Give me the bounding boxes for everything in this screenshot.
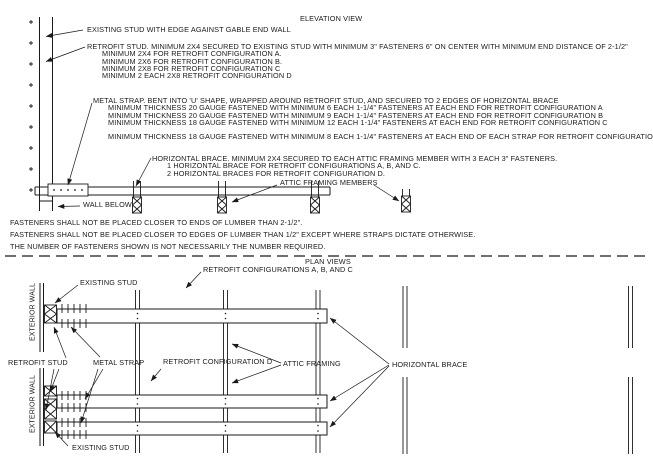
leader-existing-stud-top: [54, 284, 79, 304]
existing-stud-note: EXISTING STUD WITH EDGE AGAINST GABLE EN…: [87, 25, 291, 34]
leader-attic-framing-1: [231, 343, 282, 364]
plan-break-lines: [402, 286, 633, 454]
leader-horizontal-brace: [135, 157, 152, 187]
leader-attic-members-right: [373, 184, 400, 202]
plan-abc-exterior-wall-lines: [39, 283, 44, 352]
metal-strap-note-line3: MINIMUM THICKNESS 20 GAUGE FASTENED WITH…: [108, 110, 604, 120]
elevation-stud-lines: [39, 17, 53, 211]
leader-existing-stud: [45, 29, 84, 38]
plan-d-horizontal-brace-2: [56, 421, 328, 436]
leader-horizontal-brace-3: [329, 365, 390, 428]
leader-metal-strap: [67, 102, 93, 186]
retrofit-stud-note-line4: MINIMUM 2X8 FOR RETROFIT CONFIGURATION C: [102, 63, 281, 73]
retrofit-configuration-d-label: RETROFIT CONFIGURATION D: [163, 357, 273, 366]
horizontal-brace-note-line3: 2 HORIZONTAL BRACES FOR RETROFIT CONFIGU…: [167, 168, 386, 178]
plan-d-fastener-dots: [136, 397, 319, 432]
elevation-horizontal-brace: [34, 186, 331, 196]
plan-view-abc: [39, 283, 328, 352]
leader-horizontal-brace-1: [329, 317, 390, 365]
elevation-attic-framing-members: [132, 181, 411, 214]
general-note-3: THE NUMBER OF FASTENERS SHOWN IS NOT NEC…: [10, 242, 326, 251]
metal-strap-note-line4: MINIMUM THICKNESS 18 GAUGE FASTENED WITH…: [108, 117, 608, 127]
metal-strap-note-line2: MINIMUM THICKNESS 20 GAUGE FASTENED WITH…: [108, 103, 603, 113]
wall-below-label: WALL BELOW: [83, 200, 132, 209]
metal-strap-note-line5: MINIMUM THICKNESS 18 GAUGE FASTENED WITH…: [108, 132, 653, 142]
plan-view-d: [39, 368, 328, 446]
leader-attic-framing-2: [231, 364, 282, 384]
leader-existing-stud-bottom: [54, 431, 69, 447]
exterior-wall-label-top: EXTERIOR WALL: [29, 282, 37, 342]
leader-retrofit-stud: [45, 46, 86, 62]
plan-drawing: [39, 271, 633, 454]
exterior-wall-label-bottom: EXTERIOR WALL: [29, 374, 37, 434]
retrofit-stud-note-line3: MINIMUM 2X6 FOR RETROFIT CONFIGURATION B…: [102, 56, 283, 66]
retrofit-stud-note: RETROFIT STUD. MINIMUM 2X4 SECURED TO EX…: [87, 42, 628, 81]
horizontal-brace-label: HORIZONTAL BRACE: [392, 360, 468, 369]
leader-horizontal-brace-2: [329, 364, 390, 402]
horizontal-brace-note-line1: HORIZONTAL BRACE. MINIMUM 2X4 SECURED TO…: [152, 154, 558, 163]
plan-abc-existing-stud: [44, 304, 57, 324]
existing-stud-label-top: EXISTING STUD: [80, 278, 138, 287]
attic-framing-members-label: ATTIC FRAMING MEMBERS: [280, 178, 378, 187]
existing-stud-label-bottom: EXISTING STUD: [72, 443, 130, 452]
plan-abc-horizontal-brace: [56, 308, 328, 324]
plan-subtitle-abc: RETROFIT CONFIGURATIONS A, B, AND C: [203, 265, 353, 274]
elevation-fastener-marks: [29, 20, 33, 192]
plan-d-horizontal-brace-1: [56, 394, 328, 409]
plan-views-title: PLAN VIEWS: [305, 257, 351, 266]
horizontal-brace-note: HORIZONTAL BRACE. MINIMUM 2X4 SECURED TO…: [152, 155, 557, 177]
plan-leader-arrows: [44, 271, 390, 447]
leader-retrofit-stud-3: [44, 368, 55, 411]
retrofit-stud-label: RETROFIT STUD: [8, 358, 68, 367]
retrofit-stud-note-line2: MINIMUM 2X4 FOR RETROFIT CONFIGURATION A…: [102, 49, 282, 59]
metal-strap-note-line1: METAL STRAP. BENT INTO 'U' SHAPE, WRAPPE…: [93, 96, 559, 105]
plan-abc-strap-ticks: [61, 304, 87, 328]
leader-config-d: [150, 368, 162, 382]
elevation-drawing: [29, 17, 411, 214]
plan-d-exterior-wall-lines: [39, 368, 44, 446]
leader-attic-members-left: [231, 184, 278, 203]
elevation-metal-strap: [47, 183, 89, 197]
retrofit-stud-note-line1: RETROFIT STUD. MINIMUM 2X4 SECURED TO EX…: [87, 42, 628, 51]
plan-abc-fastener-dots: [136, 312, 319, 320]
metal-strap-note: METAL STRAP. BENT INTO 'U' SHAPE, WRAPPE…: [93, 96, 653, 142]
leader-plan-subtitle: [185, 271, 202, 289]
general-note-2: FASTENERS SHALL NOT BE PLACED CLOSER TO …: [10, 230, 476, 239]
leader-retrofit-stud-2: [49, 368, 60, 393]
elevation-leader-arrows: [45, 29, 400, 209]
attic-framing-label: ATTIC FRAMING: [283, 359, 341, 368]
leader-retrofit-stud-1: [53, 326, 67, 359]
leader-metal-strap-2: [84, 368, 104, 400]
elevation-view-title: ELEVATION VIEW: [300, 14, 363, 23]
metal-strap-label: METAL STRAP: [93, 358, 145, 367]
leader-metal-strap-3: [80, 368, 99, 424]
retrofit-stud-note-line5: MINIMUM 2 EACH 2X8 RETROFIT CONFIGURATIO…: [102, 71, 292, 81]
horizontal-brace-note-line2: 1 HORIZONTAL BRACE FOR RETROFIT CONFIGUR…: [167, 161, 421, 171]
leader-metal-strap-1: [70, 326, 101, 358]
plan-attic-framing-lines: [135, 290, 321, 453]
leader-wall-below: [57, 203, 81, 209]
general-note-1: FASTENERS SHALL NOT BE PLACED CLOSER TO …: [10, 218, 303, 227]
